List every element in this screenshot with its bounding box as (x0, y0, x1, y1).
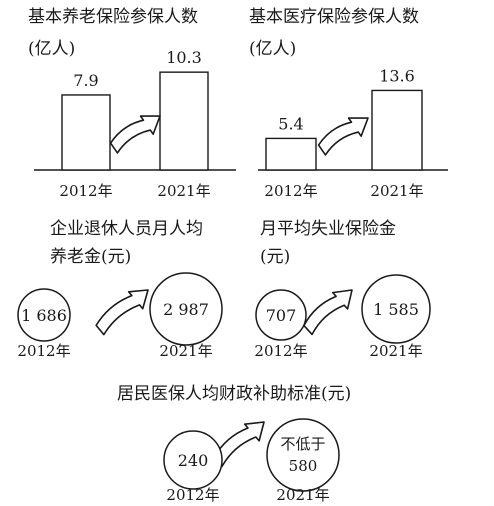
chart5-bubble-2 (266, 418, 340, 492)
chart4-category-label-1: 2012年 (254, 342, 307, 360)
chart2-title: 基本医疗保险参保人数 (249, 7, 419, 27)
chart2-category-label-1: 2012年 (264, 182, 317, 200)
chart2-unit: (亿人) (249, 39, 297, 59)
chart4-title-line1: 月平均失业保险金 (260, 219, 396, 239)
chart5-bubble-1 (163, 430, 223, 490)
chart4-growth-arrow-icon (303, 289, 353, 336)
chart1-bar-2 (159, 71, 209, 171)
chart3-category-label-1: 2012年 (17, 342, 70, 360)
chart1-value-label-2: 10.3 (166, 48, 202, 67)
chart5-growth-arrow-icon (213, 421, 265, 468)
chart4-value-label-1: 707 (266, 306, 297, 325)
chart2-category-label-2: 2021年 (370, 182, 423, 200)
chart1-title: 基本养老保险参保人数 (28, 7, 198, 27)
chart4-bubble-2 (361, 274, 431, 344)
chart4-value-label-2: 1 585 (373, 300, 419, 319)
chart1-unit: (亿人) (28, 39, 76, 59)
chart4-title-line2: (元) (260, 247, 291, 267)
chart5-value-label-2-line1: 不低于 (280, 435, 325, 453)
chart3-title-line1: 企业退休人员月人均 (50, 219, 203, 239)
chart5-value-label-1: 240 (178, 451, 209, 470)
chart2-bar-2 (371, 89, 423, 171)
chart3-title-line2: 养老金(元) (50, 247, 132, 267)
chart2-value-label-2: 13.6 (379, 66, 415, 85)
chart3-category-label-2: 2021年 (159, 342, 212, 360)
chart2-value-label-1: 5.4 (278, 114, 303, 133)
chart2-growth-arrow-icon (317, 117, 369, 156)
chart3-growth-arrow-icon (95, 289, 149, 336)
chart1-growth-arrow-icon (109, 115, 161, 154)
chart1-category-label-2: 2021年 (157, 182, 210, 200)
chart1-bar-1 (61, 94, 111, 171)
chart3-bubble-1 (17, 288, 71, 342)
chart2-bar-1 (265, 137, 317, 171)
chart4-category-label-2: 2021年 (369, 342, 422, 360)
chart3-bubble-2 (149, 272, 223, 346)
chart5-category-label-1: 2012年 (166, 486, 219, 504)
chart1-value-label-1: 7.9 (73, 71, 98, 90)
chart1-category-label-1: 2012年 (59, 182, 112, 200)
chart5-title: 居民医保人均财政补助标准(元) (117, 384, 352, 404)
chart3-value-label-2: 2 987 (163, 300, 209, 319)
chart3-value-label-1: 1 686 (21, 306, 67, 325)
chart4-bubble-1 (255, 289, 307, 341)
chart5-value-label-2-line2: 580 (289, 457, 318, 475)
chart5-category-label-2: 2021年 (276, 486, 329, 504)
